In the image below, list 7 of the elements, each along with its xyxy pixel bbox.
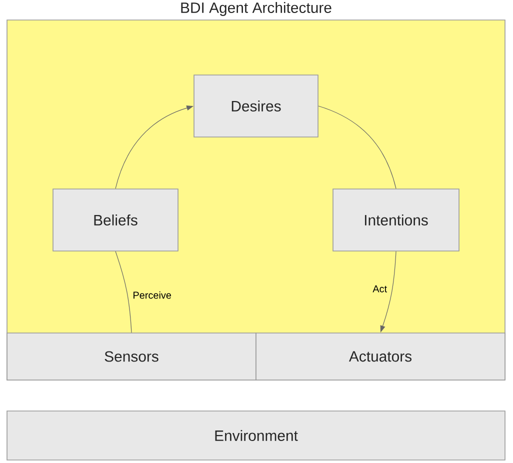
environment-box: Environment bbox=[6, 410, 506, 460]
component-box: Sensors bbox=[6, 332, 256, 380]
title: BDI Agent Architecture bbox=[181, 2, 332, 16]
component-box: Desires bbox=[194, 74, 318, 138]
component-box: Actuators bbox=[256, 332, 506, 380]
component-box: Intentions bbox=[332, 188, 460, 252]
component-box: Beliefs bbox=[52, 188, 178, 252]
